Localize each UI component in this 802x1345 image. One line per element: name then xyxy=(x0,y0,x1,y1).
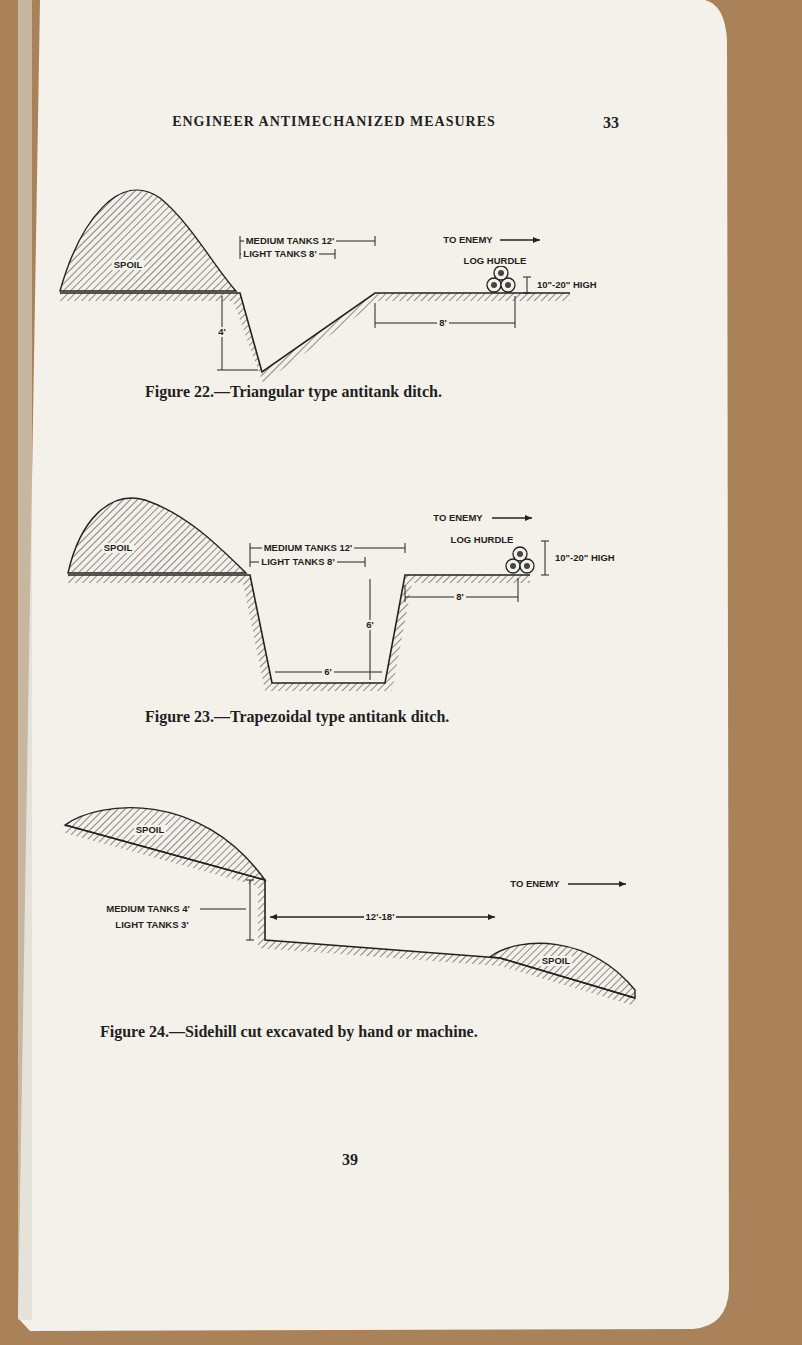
dimension-tick xyxy=(217,370,258,371)
page-gutter xyxy=(18,0,32,1320)
log-core xyxy=(491,282,497,288)
dimension-tick xyxy=(375,236,376,246)
log-symbol xyxy=(494,266,508,280)
dimension-label: 8' xyxy=(437,318,449,329)
dimension-label: 8' xyxy=(454,592,466,603)
earth-hatching xyxy=(60,293,570,383)
log-symbol xyxy=(513,547,527,561)
figure-caption: Figure 23.—Trapezoidal type antitank dit… xyxy=(145,708,449,726)
direction-arrow xyxy=(568,883,626,884)
figure-caption: Figure 24.—Sidehill cut excavated by han… xyxy=(100,1023,478,1041)
dimension-tick xyxy=(365,557,366,567)
ditch-profile xyxy=(68,575,530,683)
dimension-label: SPOIL xyxy=(112,260,145,271)
dimension-tick xyxy=(405,543,406,553)
dimension-label: SPOIL xyxy=(134,825,167,836)
dimension-label: 10"-20" HIGH xyxy=(553,553,617,564)
earth-hatching xyxy=(65,825,635,1006)
log-core xyxy=(517,551,523,557)
running-head: ENGINEER ANTIMECHANIZED MEASURES xyxy=(172,114,496,130)
dimension-tick xyxy=(375,303,376,328)
ditch-profile xyxy=(60,293,570,372)
direction-arrow xyxy=(492,517,532,518)
dimension-label: 6' xyxy=(322,667,334,678)
dimension-tick xyxy=(518,578,519,602)
dimension-label: LIGHT TANKS 8' xyxy=(259,557,336,568)
spoil-mound xyxy=(490,943,635,998)
spoil-mound xyxy=(68,498,246,573)
height-bracket xyxy=(541,541,549,575)
dimension-label: LOG HURDLE xyxy=(449,535,516,546)
dimension-tick xyxy=(515,296,516,328)
sidehill-profile xyxy=(65,825,635,998)
dimension-label: LOG HURDLE xyxy=(462,256,529,267)
page-number: 33 xyxy=(603,114,619,132)
dimension-label: 10"-20" HIGH xyxy=(535,280,599,291)
dimension-label: 4' xyxy=(216,327,228,338)
dimension-label: 12'-18' xyxy=(364,912,397,923)
leader-line xyxy=(200,909,246,910)
dimension-label: LIGHT TANKS 8' xyxy=(241,249,318,260)
height-bracket xyxy=(246,880,254,940)
dimension-label: TO ENEMY xyxy=(508,879,561,890)
dimension-tick xyxy=(250,543,251,567)
dimension-label: MEDIUM TANKS 12' xyxy=(262,543,355,554)
log-core xyxy=(510,563,516,569)
height-bracket xyxy=(523,277,531,293)
dimension-label: 6' xyxy=(364,620,376,631)
dimension-label: TO ENEMY xyxy=(431,513,484,524)
dimension-label: TO ENEMY xyxy=(441,235,494,246)
log-core xyxy=(498,270,504,276)
dimension-tick xyxy=(335,249,336,259)
dimension-label: MEDIUM TANKS 12' xyxy=(244,236,337,247)
log-core xyxy=(524,563,530,569)
direction-arrow xyxy=(500,239,540,240)
dimension-label: MEDIUM TANKS 4' xyxy=(104,904,191,915)
book-page xyxy=(18,0,729,1331)
log-core xyxy=(505,282,511,288)
earth-hatching xyxy=(68,575,530,691)
spoil-mound xyxy=(60,190,236,291)
figure-caption: Figure 22.—Triangular type antitank ditc… xyxy=(145,383,442,401)
spoil-mound xyxy=(65,808,265,880)
dimension-label: SPOIL xyxy=(540,956,573,967)
dimension-tick xyxy=(405,585,406,602)
page-number: 39 xyxy=(342,1151,358,1169)
dimension-label: SPOIL xyxy=(102,543,135,554)
dimension-label: LIGHT TANKS 3' xyxy=(113,920,190,931)
